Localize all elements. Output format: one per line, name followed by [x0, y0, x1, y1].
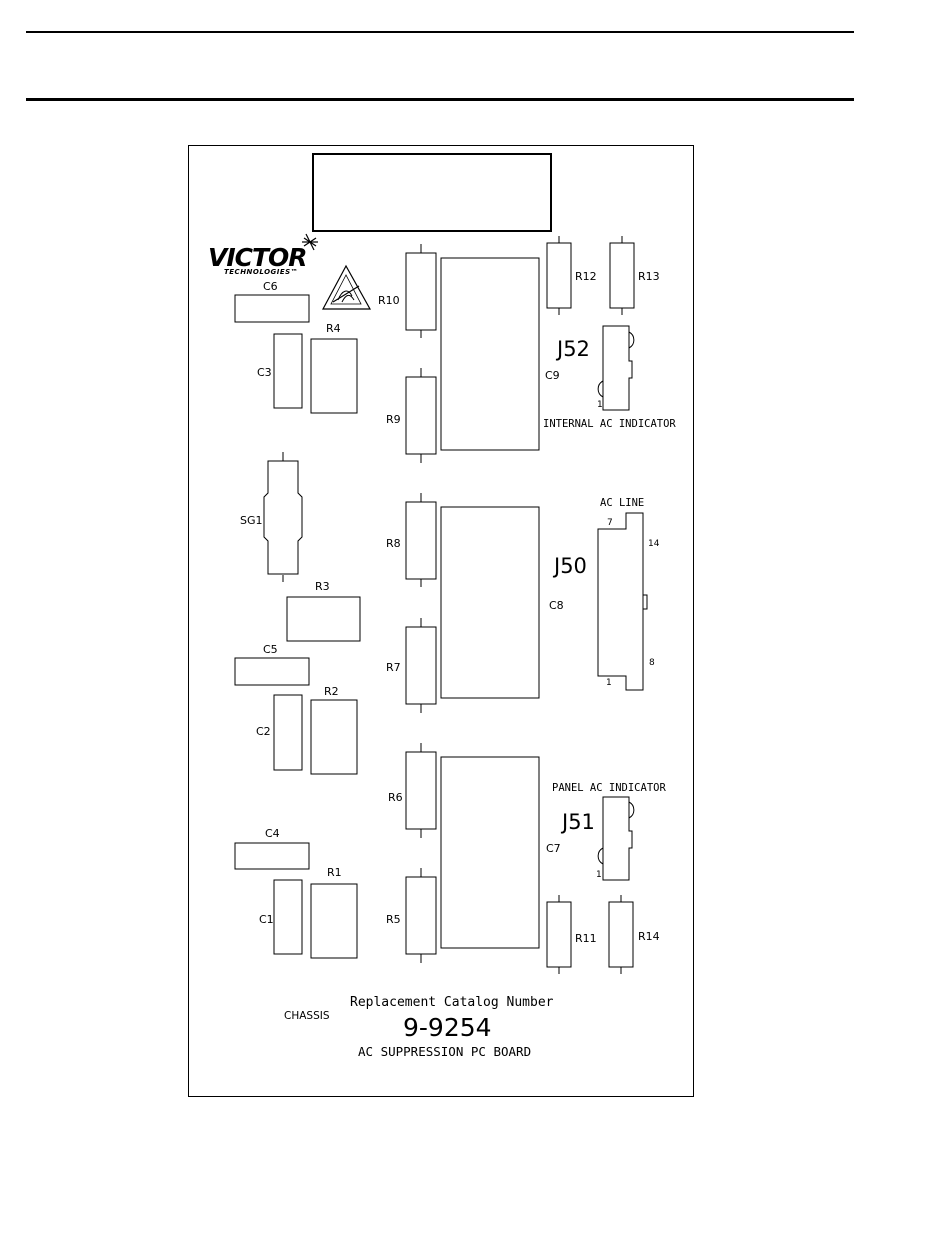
label-window — [313, 154, 551, 231]
cap-c7 — [441, 757, 539, 948]
cap-c5 — [235, 658, 309, 685]
label-c3: C3 — [257, 366, 272, 379]
label-j52: J52 — [555, 337, 590, 361]
catalog-number: 9-9254 — [403, 1013, 492, 1042]
res-r12 — [547, 236, 571, 315]
label-r7: R7 — [386, 661, 401, 674]
label-c8: C8 — [549, 599, 564, 612]
label-r14: R14 — [638, 930, 660, 943]
label-c6: C6 — [263, 280, 278, 293]
label-j50-pin7: 7 — [607, 518, 613, 528]
catalog-description: AC SUPPRESSION PC BOARD — [358, 1044, 531, 1059]
label-j50-pin8: 8 — [649, 658, 655, 668]
label-c5: C5 — [263, 643, 278, 656]
label-r13: R13 — [638, 270, 660, 283]
label-r8: R8 — [386, 537, 401, 550]
res-r11 — [547, 895, 571, 974]
label-j52-pin1: 1 — [597, 400, 603, 410]
res-r7 — [406, 618, 436, 713]
label-r1: R1 — [327, 866, 342, 879]
label-j50-pin1: 1 — [606, 678, 612, 688]
label-c9: C9 — [545, 369, 560, 382]
label-r2: R2 — [324, 685, 339, 698]
res-r10 — [406, 244, 436, 338]
res-r6 — [406, 743, 436, 838]
label-chassis: CHASSIS — [284, 1010, 330, 1022]
label-c4: C4 — [265, 827, 280, 840]
label-j51: J51 — [560, 810, 595, 834]
victor-logo: VICTOR TECHNOLOGIES™ — [208, 234, 318, 276]
res-r13 — [610, 236, 634, 315]
catalog-heading: Replacement Catalog Number — [350, 995, 554, 1010]
res-r5 — [406, 868, 436, 963]
label-r4: R4 — [326, 322, 341, 335]
logo-sub: TECHNOLOGIES™ — [224, 268, 298, 276]
connector-j50 — [598, 513, 647, 690]
res-r3 — [287, 597, 360, 641]
cap-c9 — [441, 258, 539, 450]
res-r9 — [406, 368, 436, 463]
cap-c4 — [235, 843, 309, 869]
label-r9: R9 — [386, 413, 401, 426]
cap-c2 — [274, 695, 302, 770]
label-c2: C2 — [256, 725, 271, 738]
res-r8 — [406, 493, 436, 587]
label-panel-ac-indicator: PANEL AC INDICATOR — [552, 782, 666, 794]
connector-j51 — [598, 797, 634, 880]
res-r4 — [311, 339, 357, 413]
label-r5: R5 — [386, 913, 401, 926]
label-r6: R6 — [388, 791, 403, 804]
label-j50-pin14: 14 — [648, 539, 660, 549]
label-internal-ac-indicator: INTERNAL AC INDICATOR — [543, 418, 676, 430]
res-r2 — [311, 700, 357, 774]
label-r10: R10 — [378, 294, 400, 307]
res-r14 — [609, 895, 633, 974]
label-r11: R11 — [575, 932, 597, 945]
label-j51-pin1: 1 — [596, 870, 602, 880]
label-ac-line: AC LINE — [600, 497, 644, 509]
connector-j52 — [598, 326, 634, 410]
cap-c1 — [274, 880, 302, 954]
label-c1: C1 — [259, 913, 274, 926]
cap-c8 — [441, 507, 539, 698]
cap-c6 — [235, 295, 309, 322]
label-c7: C7 — [546, 842, 561, 855]
res-r1 — [311, 884, 357, 958]
cap-c3 — [274, 334, 302, 408]
label-j50: J50 — [552, 554, 587, 578]
esd-warning-icon — [323, 266, 370, 309]
label-sg1: SG1 — [240, 514, 263, 527]
label-r3: R3 — [315, 580, 330, 593]
spark-gap-sg1 — [264, 452, 302, 582]
label-r12: R12 — [575, 270, 597, 283]
